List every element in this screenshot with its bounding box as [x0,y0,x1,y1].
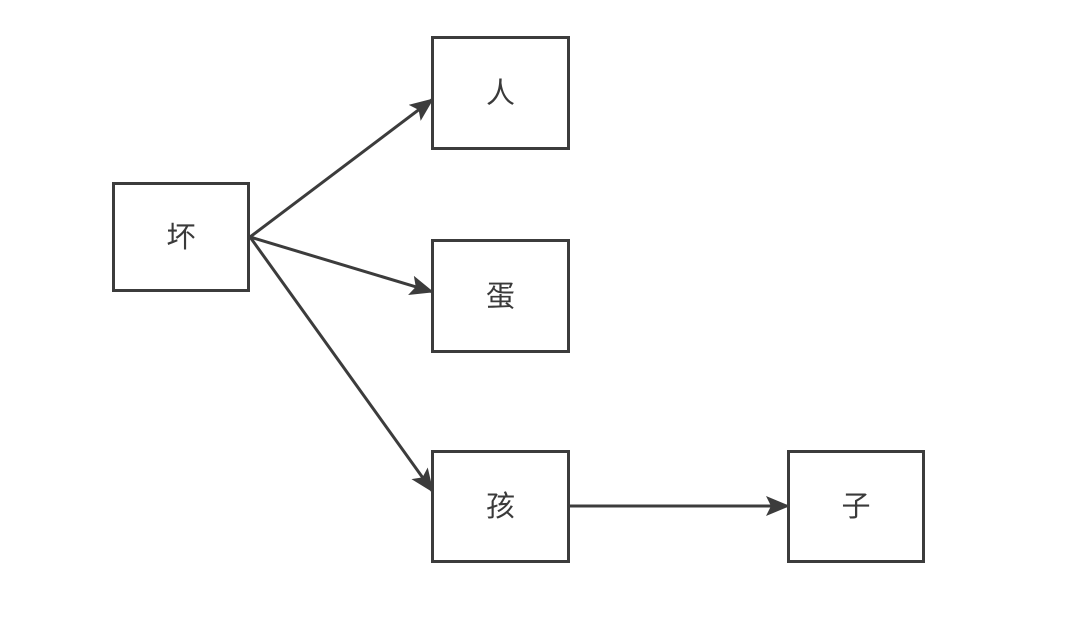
edge-huai-to-ren [249,97,434,239]
node-label-hai: 孩 [485,489,515,523]
node-dan: 蛋 [431,239,570,353]
node-zi: 子 [787,450,925,563]
edge-huai-to-dan [249,235,434,295]
node-label-dan: 蛋 [485,278,515,313]
node-label-zi: 子 [841,489,871,523]
node-label-huai: 坏 [166,219,196,254]
edge-huai-to-hai [248,236,435,493]
node-huai: 坏 [112,182,250,292]
node-label-ren: 人 [485,75,515,110]
node-ren: 人 [431,36,570,150]
node-hai: 孩 [431,450,570,563]
